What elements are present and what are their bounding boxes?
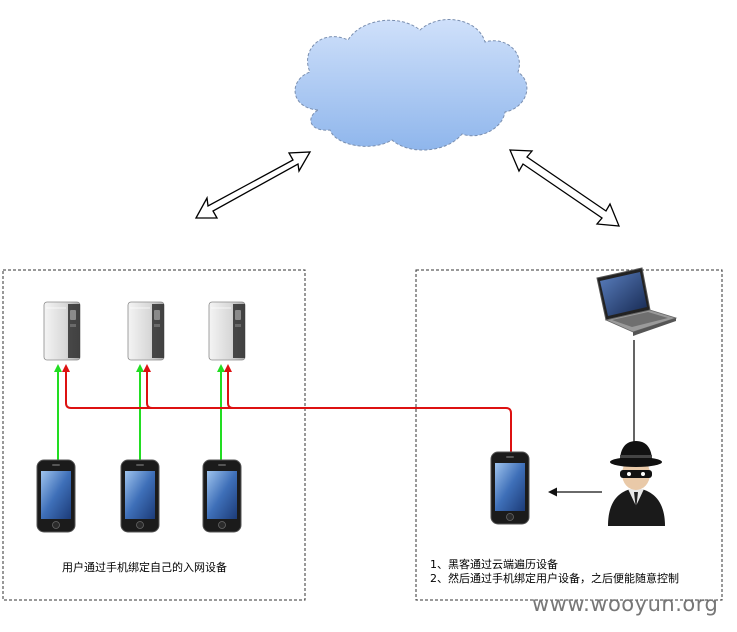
green-bind-arrows [54, 364, 225, 460]
hacker-side-box [415, 269, 723, 601]
user-binding-caption: 用户通过手机绑定自己的入网设备 [62, 561, 227, 574]
double-arrow-icon [508, 149, 621, 227]
watermark: www.wooyun.org [532, 592, 719, 616]
smartphone-icon [202, 459, 242, 533]
network-device-icon [43, 301, 81, 361]
hacker-smartphone-icon [490, 451, 530, 525]
cloud-icon [294, 19, 528, 151]
hacker-step-2-caption: 2、然后通过手机绑定用户设备，之后便能随意控制 [430, 572, 679, 585]
hacker-icon [608, 441, 665, 526]
red-path-3 [224, 364, 234, 409]
laptop-icon [596, 267, 678, 336]
hacker-step-1-caption: 1、黑客通过云端遍历设备 [430, 558, 558, 571]
user-side-box [2, 269, 306, 601]
red-path-2 [143, 364, 153, 409]
red-bind-arrows [62, 364, 512, 452]
red-path-main [62, 364, 512, 452]
double-arrow-icon [194, 151, 312, 219]
network-device-icon [127, 301, 165, 361]
smartphone-icon [36, 459, 76, 533]
network-device-icon [208, 301, 246, 361]
smartphone-icon [120, 459, 160, 533]
